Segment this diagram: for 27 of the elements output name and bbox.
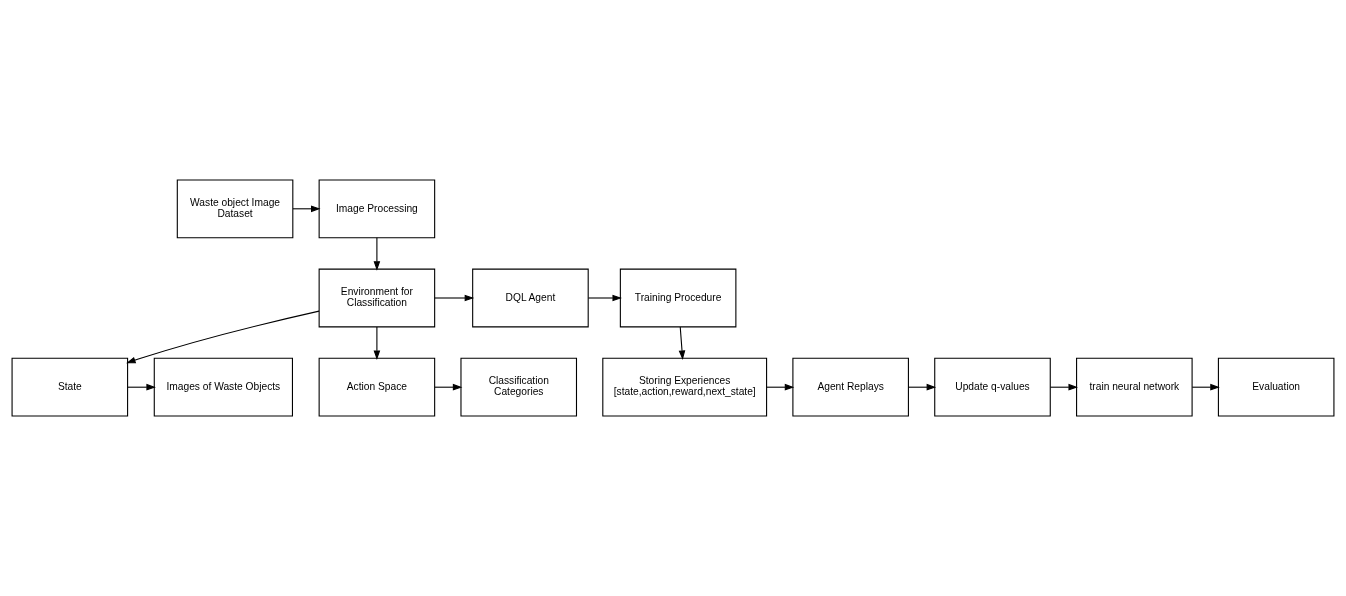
node-box: Classification Categories — [460, 357, 578, 417]
arrow — [434, 294, 475, 302]
arrow — [292, 205, 321, 213]
arrow — [908, 383, 937, 391]
node-box: DQL Agent — [472, 268, 589, 328]
node-box: Evaluation — [1217, 357, 1335, 417]
arrow — [678, 326, 686, 360]
node-box: State — [11, 357, 129, 417]
node-box: Training Procedure — [619, 268, 737, 328]
arrow — [373, 237, 381, 271]
arrow — [127, 383, 156, 391]
node-box: Waste object Image Dataset — [176, 179, 294, 239]
node-box: Update q-values — [934, 357, 1051, 417]
node-box: Action Space — [318, 357, 436, 417]
node-box: Storing Experiences [state,action,reward,next_state] — [602, 357, 768, 417]
node-box: Image Processing — [318, 179, 436, 239]
node-box: Environment for Classification — [318, 268, 436, 328]
node-box: Images of Waste Objects — [153, 357, 293, 417]
arrow — [434, 383, 463, 391]
node-box: Agent Replays — [792, 357, 909, 417]
arrow — [1049, 383, 1078, 391]
arrow — [766, 383, 795, 391]
arrow — [373, 326, 381, 360]
node-box: train neural network — [1076, 357, 1193, 417]
arrow — [587, 294, 622, 302]
arrow — [126, 310, 320, 364]
arrow — [1191, 383, 1220, 391]
